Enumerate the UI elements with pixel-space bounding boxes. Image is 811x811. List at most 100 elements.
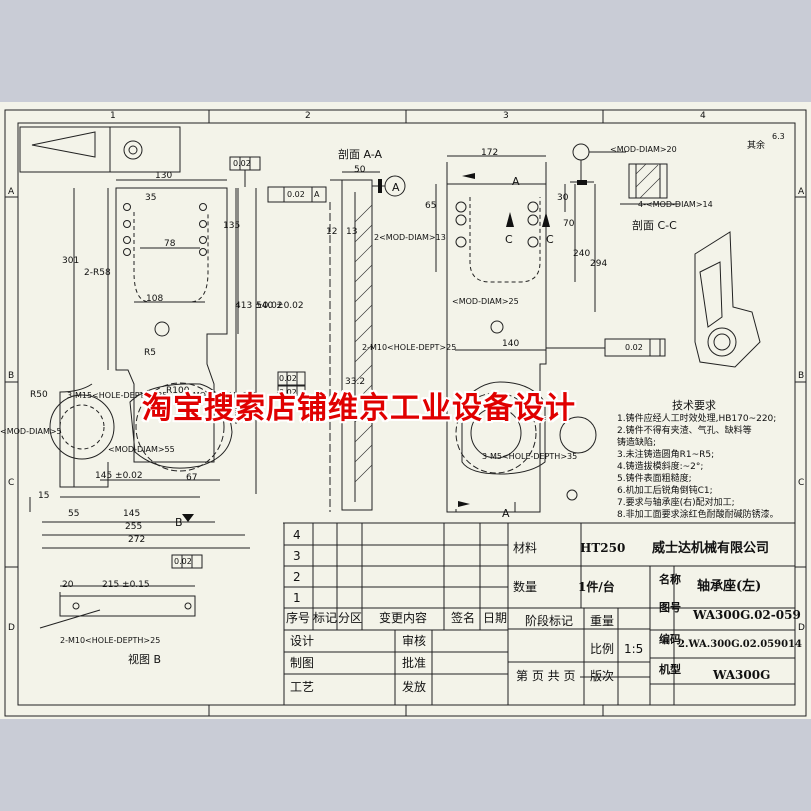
grid-letter-d: D bbox=[8, 623, 15, 633]
rev-row-2: 2 bbox=[293, 570, 301, 584]
name-value: 轴承座(左) bbox=[697, 579, 762, 594]
grid-number-3: 3 bbox=[503, 111, 509, 121]
drafting-label: 制图 bbox=[290, 656, 315, 670]
grid-letter-a-right: A bbox=[798, 187, 805, 197]
mod-diam-13: 2<MOD-DIAM>13 bbox=[374, 233, 446, 242]
mod-diam-20: <MOD-DIAM>20 bbox=[610, 145, 677, 154]
dim-301: 301 bbox=[62, 256, 80, 266]
tech-line-2: 2.铸件不得有夹渣、气孔、缺料等 bbox=[617, 426, 752, 436]
tech-line-4: 3.未注铸造圆角R1~R5; bbox=[617, 450, 715, 460]
rev-header-mark: 标记 bbox=[313, 611, 338, 625]
mod-diam-5: <MOD-DIAM>5 bbox=[0, 427, 62, 436]
section-aa-title: 剖面 A-A bbox=[338, 148, 383, 161]
dim-413: 413 ±0.02 bbox=[235, 301, 283, 311]
dim-20: 20 bbox=[62, 580, 74, 590]
letter-a-bottom: A bbox=[502, 507, 510, 520]
rev-header-sign: 签名 bbox=[451, 611, 476, 625]
dim-215: 215 ±0.15 bbox=[102, 580, 150, 590]
process-label: 工艺 bbox=[290, 680, 315, 694]
rough-63: 6.3 bbox=[772, 132, 785, 141]
tech-line-3: 铸造缺陷; bbox=[617, 438, 657, 448]
drawing-no-label: 图号 bbox=[659, 601, 681, 614]
dim-r5: R5 bbox=[144, 348, 156, 358]
dim-r100: R100 bbox=[166, 386, 190, 396]
tech-line-1: 1.铸件应经人工时效处理,HB170~220; bbox=[617, 414, 777, 424]
company-name: 威士达机械有限公司 bbox=[652, 541, 770, 556]
tech-line-6: 5.铸件表面粗糙度; bbox=[617, 474, 692, 484]
grid-letter-b: B bbox=[8, 371, 15, 381]
hole-2m10: 2-M10<HOLE-DEPT>25 bbox=[362, 343, 457, 352]
stage-label: 阶段标记 bbox=[525, 614, 574, 628]
dim-130: 130 bbox=[155, 171, 173, 181]
tol-value-3: 0.02 bbox=[279, 374, 297, 383]
tech-line-5: 4.铸造拔模斜度:~2°; bbox=[617, 462, 704, 472]
dim-15: 15 bbox=[38, 491, 50, 501]
model-value: WA300G bbox=[713, 668, 771, 682]
tol-value-2: 0.02 bbox=[287, 190, 305, 199]
tol-value-6: 0.02 bbox=[625, 343, 643, 352]
dim-12: 12 bbox=[326, 227, 338, 237]
dim-35: 35 bbox=[145, 193, 157, 203]
design-label: 设计 bbox=[290, 634, 315, 648]
rev-row-3: 3 bbox=[293, 549, 301, 563]
dim-67: 67 bbox=[186, 473, 198, 483]
ratio-value: 1:5 bbox=[624, 642, 644, 656]
dim-145b: 145 bbox=[123, 509, 141, 519]
rev-row-1: 1 bbox=[293, 591, 301, 605]
rev-header-zone: 分区 bbox=[338, 611, 363, 625]
review-label: 审核 bbox=[402, 634, 427, 648]
grid-number-1: 1 bbox=[110, 111, 116, 121]
dim-30: 30 bbox=[557, 193, 569, 203]
rev-header-content: 变更内容 bbox=[379, 611, 428, 625]
grid-letter-a: A bbox=[8, 187, 15, 197]
approve-label: 批准 bbox=[402, 656, 427, 670]
letter-b-marker: B bbox=[175, 516, 183, 529]
hole-3m5: 3-M5<HOLE-DEPTH>35 bbox=[482, 452, 578, 461]
tol-value-1: 0.02 bbox=[233, 159, 251, 168]
grid-letter-d-right: D bbox=[798, 623, 805, 633]
mod-diam-14: 4-<MOD-DIAM>14 bbox=[638, 200, 713, 209]
mod-diam-55: <MOD-DIAM>55 bbox=[108, 445, 175, 454]
letter-c-right: C bbox=[546, 233, 554, 246]
rev-row-4: 4 bbox=[293, 528, 301, 542]
dim-255: 255 bbox=[125, 522, 143, 532]
model-label: 机型 bbox=[659, 663, 681, 676]
qty-label: 数量 bbox=[513, 580, 538, 594]
technical-drawing bbox=[4, 109, 807, 717]
letter-c-left: C bbox=[505, 233, 513, 246]
dim-13: 13 bbox=[346, 227, 358, 237]
tech-title: 技术要求 bbox=[672, 399, 716, 412]
qty-value: 1件/台 bbox=[578, 580, 615, 594]
tech-line-9: 8.非加工面要求涂红色耐酸耐碱防锈漆。 bbox=[617, 510, 779, 520]
dim-140: 140 bbox=[502, 339, 520, 349]
section-cc-title: 剖面 C-C bbox=[632, 219, 677, 232]
datum-a-circle: A bbox=[392, 181, 400, 194]
letter-a-top: A bbox=[512, 175, 520, 188]
pages-label: 第 页 共 页 bbox=[516, 669, 576, 683]
dim-540: 540 ±0.02 bbox=[256, 301, 304, 311]
version-label: 版次 bbox=[590, 669, 615, 683]
dim-78: 78 bbox=[164, 239, 176, 249]
weight-label: 重量 bbox=[590, 614, 615, 628]
tol-datum-a: A bbox=[314, 190, 320, 199]
dim-33: 33.2 bbox=[345, 377, 366, 387]
dim-2r58: 2-R58 bbox=[84, 268, 111, 278]
grid-number-2: 2 bbox=[305, 111, 311, 121]
tol-value-4: 0.02 bbox=[279, 388, 297, 397]
dim-145: 145 ±0.02 bbox=[95, 471, 143, 481]
tech-line-8: 7.要求与轴承座(右)配对加工; bbox=[617, 498, 735, 508]
dim-65: 65 bbox=[425, 201, 437, 211]
name-label: 名称 bbox=[659, 573, 681, 586]
dim-272: 272 bbox=[128, 535, 146, 545]
hole-3m15: 3-M15<HOLE-DEPTH>35 bbox=[67, 391, 168, 400]
code-label: 编码 bbox=[659, 633, 681, 646]
dim-294: 294 bbox=[590, 259, 608, 269]
dim-240: 240 bbox=[573, 249, 591, 259]
ratio-label: 比例 bbox=[590, 642, 615, 656]
dim-r50: R50 bbox=[30, 390, 48, 400]
mod-diam-25: <MOD-DIAM>25 bbox=[452, 297, 519, 306]
dim-108: 108 bbox=[146, 294, 164, 304]
code-value: 2.WA.300G.02.059014 bbox=[678, 639, 802, 650]
grid-letter-b-right: B bbox=[798, 371, 805, 381]
grid-letter-c-right: C bbox=[798, 478, 805, 488]
